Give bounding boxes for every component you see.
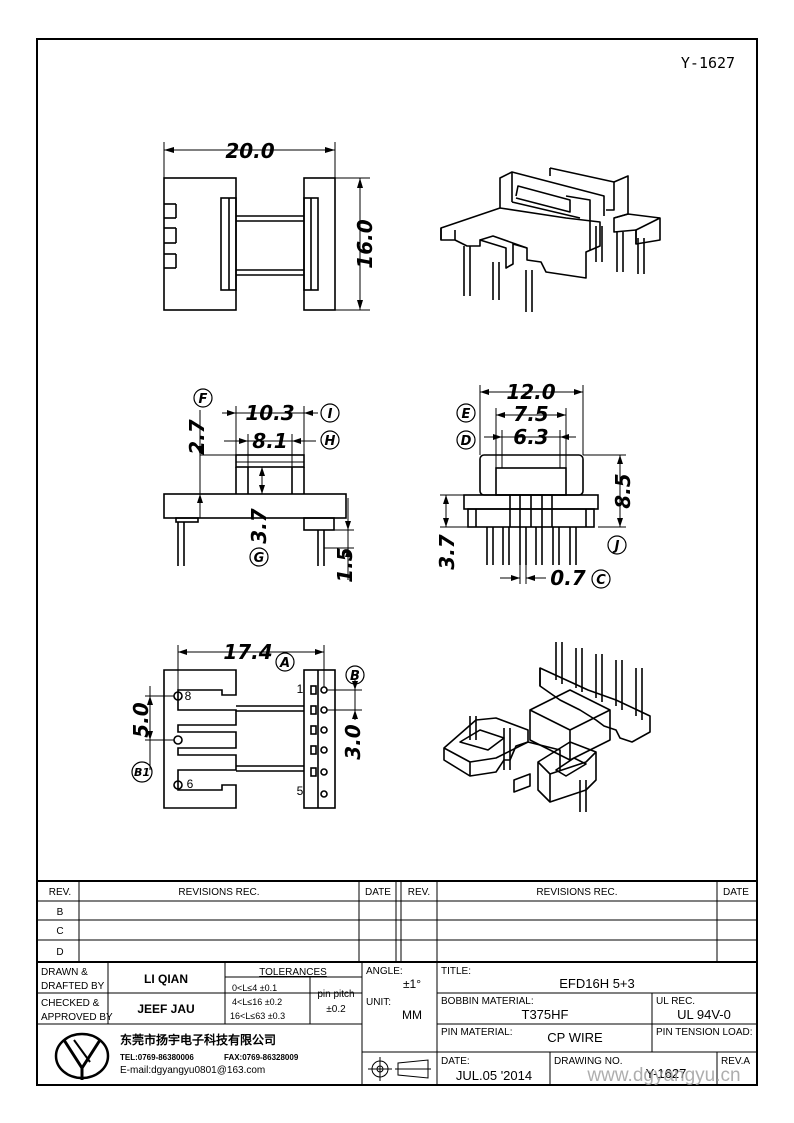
- callout-b1: B1: [134, 766, 150, 779]
- pin-pitch-label: pin pitch: [317, 989, 354, 1000]
- bottom-view: [145, 645, 362, 809]
- bobbin-material-label: BOBBIN MATERIAL:: [441, 996, 534, 1007]
- sheet-border: [36, 38, 758, 1086]
- dim-h-value: 8.1: [252, 429, 287, 453]
- callout-j: J: [612, 539, 620, 554]
- dim-d-outer: 7.5: [513, 402, 548, 426]
- pin-tension-label: PIN TENSION LOAD:: [656, 1027, 753, 1038]
- drawing-no-label: DRAWING NO.: [554, 1056, 623, 1067]
- dim-e-value: 12.0: [506, 380, 555, 404]
- drawn-label-2: DRAFTED BY: [41, 981, 105, 992]
- rev-header-left: REV.: [49, 887, 71, 898]
- drawn-label-1: DRAWN &: [41, 967, 88, 978]
- tolerance-row-3: 16<L≤63 ±0.3: [230, 1011, 285, 1021]
- drawing-id: Y-1627: [681, 54, 735, 72]
- pin-number-1: 1: [297, 682, 304, 696]
- title-value: EFD16H 5+3: [559, 976, 635, 991]
- watermark-url: www.dgyangyu.cn: [586, 1065, 740, 1086]
- unit-label: UNIT:: [366, 997, 391, 1008]
- isometric-view-1: [440, 167, 661, 312]
- drawing-no-value: Y-1627: [646, 1066, 687, 1081]
- angle-label: ANGLE:: [366, 966, 403, 977]
- callout-c: C: [596, 573, 606, 588]
- front-view: [163, 406, 354, 580]
- checked-name: JEEF JAU: [137, 1002, 194, 1016]
- pin-material-label: PIN MATERIAL:: [441, 1027, 513, 1038]
- title-label: TITLE:: [441, 966, 471, 977]
- title-block: [37, 962, 757, 1085]
- tolerance-row-1: 0<L≤4 ±0.1: [232, 983, 277, 993]
- pin-material-value: CP WIRE: [547, 1030, 603, 1045]
- rev-row-c: C: [56, 926, 63, 937]
- dim-a-value: 17.4: [223, 640, 272, 664]
- callout-b1-circle: [131, 761, 153, 783]
- company-name: 东莞市扬宇电子科技有限公司: [120, 1032, 276, 1047]
- callout-i: I: [328, 407, 333, 422]
- dim-b-value: 3.0: [341, 724, 365, 760]
- rec-header-right: REVISIONS REC.: [536, 887, 617, 898]
- dim-pin-diameter: 0.7: [550, 566, 586, 590]
- pin-number-8: 8: [185, 689, 192, 703]
- callout-d: D: [461, 434, 472, 449]
- ul-rec-label: UL REC.: [656, 996, 695, 1007]
- callout-c-circle: [591, 569, 611, 589]
- top-view: [163, 142, 370, 311]
- company-fax: FAX:0769-86328009: [224, 1053, 299, 1062]
- tolerances-header: TOLERANCES: [259, 967, 327, 978]
- ul-rec-value: UL 94V-0: [677, 1007, 731, 1022]
- callout-j-circle: [607, 535, 627, 555]
- dim-f-value: 2.7: [185, 419, 209, 455]
- dim-g-value: 3.7: [247, 508, 271, 544]
- date-value: JUL.05 '2014: [456, 1068, 532, 1083]
- checked-label-1: CHECKED &: [41, 998, 100, 1009]
- unit-value: MM: [402, 1008, 422, 1022]
- dim-d-inner: 6.3: [513, 425, 548, 449]
- callout-e: E: [462, 407, 471, 422]
- callout-b-circle: [345, 665, 365, 685]
- dim-side-left: 3.7: [435, 534, 459, 570]
- company-tel: TEL:0769-86380006: [120, 1053, 194, 1062]
- dim-top-width: 20.0: [225, 139, 274, 163]
- callout-i-circle: [320, 403, 340, 423]
- callout-g: G: [254, 551, 265, 566]
- revision-table: [37, 880, 757, 963]
- dim-i-value: 10.3: [245, 401, 294, 425]
- rev-row-d: D: [56, 947, 63, 958]
- angle-value: ±1°: [403, 977, 421, 991]
- dim-side-height: 8.5: [611, 473, 635, 508]
- callout-d-circle: [456, 430, 476, 450]
- rev-header-right: REV.: [408, 887, 430, 898]
- bobbin-material-value: T375HF: [522, 1007, 569, 1022]
- rec-header-left: REVISIONS REC.: [178, 887, 259, 898]
- callout-g-circle: [249, 547, 269, 567]
- pin-number-5: 5: [297, 784, 304, 798]
- callout-b: B: [350, 669, 360, 684]
- callout-a: A: [279, 656, 290, 671]
- callout-h-circle: [320, 430, 340, 450]
- checked-label-2: APPROVED BY: [41, 1012, 113, 1023]
- tolerance-row-2: 4<L≤16 ±0.2: [232, 997, 282, 1007]
- dim-pin-length: 1.5: [333, 547, 357, 582]
- date-label: DATE:: [441, 1056, 470, 1067]
- callout-h: H: [325, 434, 336, 449]
- callout-f: F: [199, 392, 208, 407]
- isometric-view-2: [443, 642, 651, 812]
- callout-a-circle: [275, 652, 295, 672]
- date-header-left: DATE: [365, 887, 391, 898]
- rev-row-b: B: [57, 907, 64, 918]
- pin-pitch-value: ±0.2: [326, 1004, 346, 1015]
- dim-b1-value: 5.0: [129, 702, 153, 738]
- date-header-right: DATE: [723, 887, 749, 898]
- callout-e-circle: [456, 403, 476, 423]
- pin-number-6: 6: [187, 777, 194, 791]
- dim-top-height: 16.0: [353, 219, 377, 268]
- rev-a-label: REV.A: [721, 1056, 750, 1067]
- side-view: [440, 385, 626, 584]
- company-email: E-mail:dgyangyu0801@163.com: [120, 1065, 265, 1076]
- callout-f-circle: [193, 388, 213, 408]
- drawn-name: LI QIAN: [144, 972, 188, 986]
